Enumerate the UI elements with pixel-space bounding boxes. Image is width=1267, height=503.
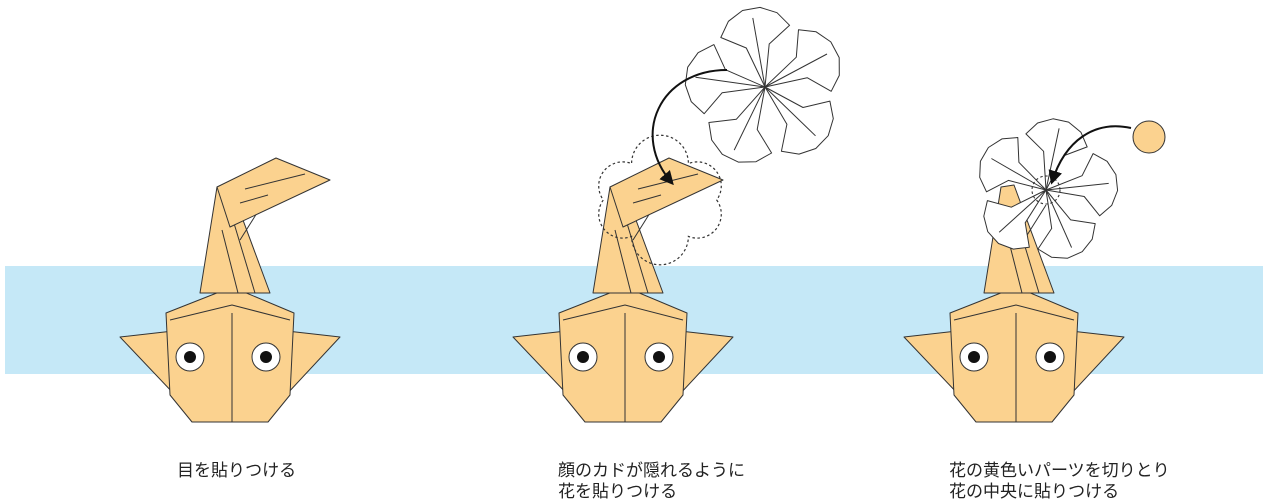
petal-crease (764, 53, 828, 88)
flower-target-outline (598, 134, 722, 266)
pikmin-head (512, 286, 734, 423)
pikmin-leaf (609, 157, 724, 228)
petal-crease (1045, 189, 1073, 248)
petal-crease (1045, 182, 1109, 191)
caption-line: 花の中央に貼りつける (949, 482, 1120, 502)
petal (764, 29, 840, 92)
leaf-body (216, 157, 331, 228)
face-crease (953, 304, 1075, 321)
face (949, 286, 1079, 423)
pikmin-eyes (175, 342, 281, 372)
step-3-caption: 花の黄色いパーツを切りとり 花の中央に貼りつける (949, 461, 1170, 503)
pupil (260, 351, 272, 363)
pupil (653, 351, 665, 363)
leaf-body (609, 157, 724, 228)
caption-line: 目を貼りつける (177, 461, 297, 481)
step-1-caption: 目を貼りつける (177, 461, 296, 482)
face (165, 286, 295, 423)
petal-crease (733, 86, 766, 151)
pikmin-eyes (568, 342, 674, 372)
step-2-caption: 顔のカドが隠れるように 花を貼りつける (558, 461, 745, 503)
pikmin-head (119, 286, 341, 423)
placement-arrow (1048, 125, 1132, 185)
pikmin-eyes (959, 342, 1065, 372)
stem-crease (614, 229, 632, 294)
petal-crease (752, 17, 766, 88)
pupil (968, 351, 980, 363)
petal-crease (695, 76, 766, 88)
yellow-center-disc (1132, 120, 1166, 154)
petal-crease (991, 158, 1047, 191)
pikmin-leaf (216, 157, 331, 228)
attached-flower (979, 118, 1119, 259)
caption-line: 花の黄色いパーツを切りとり (949, 461, 1170, 481)
caption-line: 花を貼りつける (558, 482, 678, 502)
pupil (577, 351, 589, 363)
petal (720, 6, 791, 88)
placement-arrow (651, 69, 728, 186)
floating-flower (684, 6, 840, 163)
petal (979, 137, 1047, 193)
leaf-vein (244, 173, 306, 190)
leaf-vein (239, 194, 269, 204)
leaf-vein (632, 194, 662, 204)
flower-center-target (1031, 175, 1061, 205)
face (558, 286, 688, 423)
step-2-figure (512, 157, 734, 423)
pupil (1044, 351, 1056, 363)
petal (983, 189, 1047, 250)
petal-crease (764, 86, 816, 137)
pupil (184, 351, 196, 363)
face-crease (562, 304, 684, 321)
step-1-figure (119, 157, 341, 423)
stem-crease (1023, 204, 1047, 241)
caption-line: 顔のカドが隠れるように (558, 461, 745, 481)
stem-crease (221, 229, 239, 294)
petal (708, 86, 773, 163)
petal (684, 44, 766, 115)
face-crease (169, 304, 291, 321)
petal (1037, 189, 1096, 259)
petal-crease (1045, 128, 1060, 191)
petal (1045, 153, 1119, 217)
petal-crease (998, 189, 1047, 233)
pikmin-head (903, 286, 1125, 423)
